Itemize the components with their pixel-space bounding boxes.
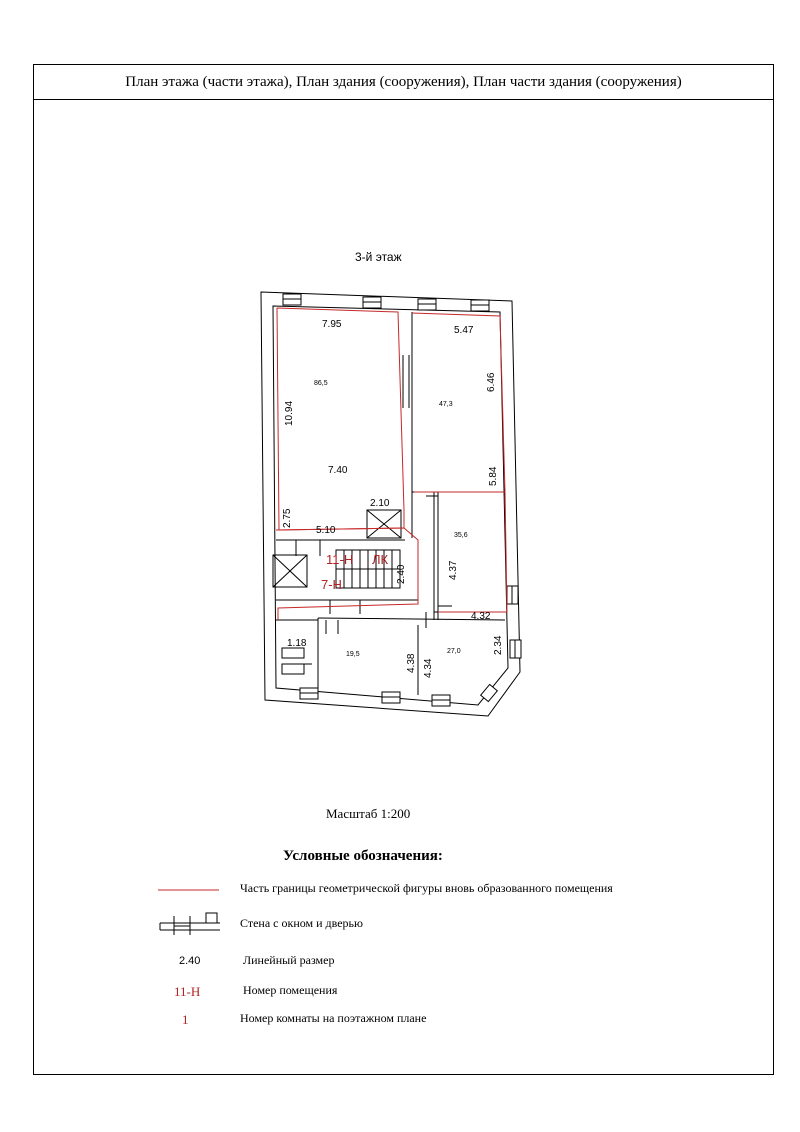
dim-label: 4.38 bbox=[406, 653, 417, 673]
floor-label: 3-й этаж bbox=[355, 250, 402, 264]
boundary-room-86 bbox=[276, 307, 405, 531]
dim-label: 2.75 bbox=[282, 508, 293, 528]
stairs bbox=[272, 509, 402, 675]
dim-label: 4.32 bbox=[471, 611, 491, 622]
area-label: 19,5 bbox=[346, 651, 360, 658]
legend-wall-icon bbox=[159, 912, 220, 935]
window-icon bbox=[479, 683, 499, 703]
sheet-header: План этажа (части этажа), План здания (с… bbox=[34, 65, 773, 100]
room-mark: 7-Н bbox=[321, 577, 342, 592]
extra-mark: ЛК bbox=[372, 552, 389, 567]
area-label: 86,5 bbox=[314, 380, 328, 387]
area-label: 27,0 bbox=[447, 648, 461, 655]
outer-wall-outline bbox=[260, 291, 521, 717]
legend-room-sample: 1 bbox=[182, 1012, 189, 1027]
doors bbox=[295, 495, 452, 665]
room-marks: 11-Н ЛК 7-Н bbox=[321, 552, 389, 592]
legend-title: Условные обозначения: bbox=[283, 848, 443, 864]
dim-label: 4.34 bbox=[423, 658, 434, 678]
boundary-room-35 bbox=[438, 491, 508, 613]
legend-premise-sample: 11-Н bbox=[174, 984, 201, 999]
dim-label: 10.94 bbox=[284, 401, 295, 426]
dim-label: 2.10 bbox=[370, 498, 390, 509]
premise-mark: 11-Н bbox=[326, 552, 353, 567]
scale-label: Масштаб 1:200 bbox=[326, 806, 411, 821]
dim-label: 2.34 bbox=[493, 635, 504, 655]
legend-graphics bbox=[158, 889, 220, 935]
dim-label: 7.40 bbox=[328, 465, 348, 476]
legend-room-text: Номер комнаты на поэтажном плане bbox=[240, 1011, 427, 1025]
red-boundaries bbox=[275, 307, 508, 620]
legend-wall-text: Стена с окном и дверью bbox=[240, 916, 363, 930]
interior-walls bbox=[276, 312, 506, 695]
dim-label: 4.37 bbox=[448, 560, 459, 580]
legend-dim-text: Линейный размер bbox=[243, 953, 335, 967]
outer-walls bbox=[260, 291, 521, 717]
dim-label: 2.40 bbox=[396, 564, 407, 584]
legend-red-line-text: Часть границы геометрической фигуры внов… bbox=[240, 881, 613, 895]
dimension-labels: 7.95 10.94 7.40 2.10 2.75 5.10 2.40 5.47… bbox=[282, 319, 504, 678]
drawing-sheet: План этажа (части этажа), План здания (с… bbox=[33, 64, 774, 1075]
windows bbox=[282, 293, 522, 707]
inner-wall-outline bbox=[272, 305, 509, 706]
dim-label: 5.84 bbox=[488, 466, 499, 486]
dim-label: 6.46 bbox=[486, 372, 497, 392]
area-label: 35,6 bbox=[454, 532, 468, 539]
boundary-room-47 bbox=[411, 312, 506, 493]
dim-label: 5.10 bbox=[316, 525, 336, 536]
dim-label: 5.47 bbox=[454, 325, 474, 336]
dim-label: 7.95 bbox=[322, 319, 342, 330]
boundary-corridor bbox=[275, 527, 419, 620]
legend-premise-text: Номер помещения bbox=[243, 983, 338, 997]
dim-label: 1.18 bbox=[287, 638, 307, 649]
area-label: 47,3 bbox=[439, 401, 453, 408]
area-labels: 86,5 47,3 35,6 19,5 27,0 bbox=[314, 380, 468, 658]
legend-dim-sample: 2.40 bbox=[179, 955, 201, 967]
